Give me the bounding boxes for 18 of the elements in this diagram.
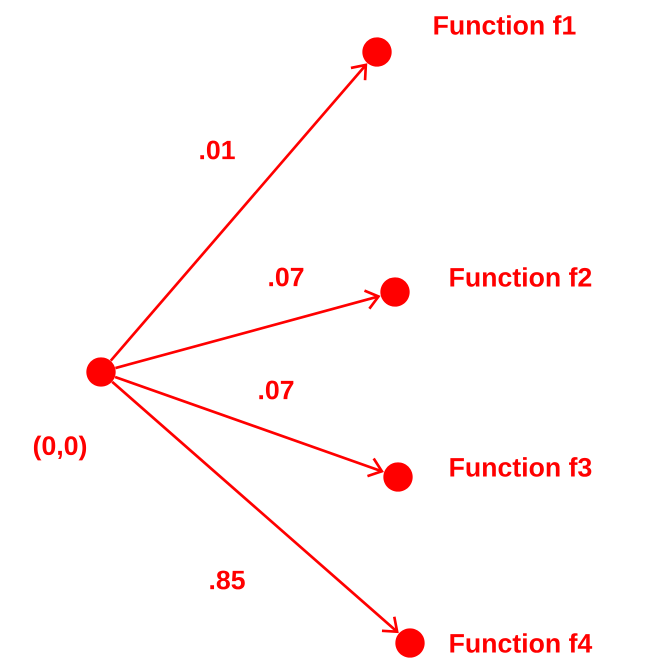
dot: [362, 37, 392, 67]
arrow: [114, 376, 384, 478]
dot: [395, 628, 425, 658]
node-label: Function f1: [434, 15, 576, 35]
node-label: Function f2: [450, 267, 592, 287]
dot: [86, 357, 116, 387]
edge-label: .07: [269, 268, 304, 286]
edge-label: .01: [200, 140, 235, 160]
arrow: [111, 380, 399, 634]
arrow: [110, 63, 368, 362]
edge-label: .07: [259, 380, 294, 400]
dot: [380, 277, 410, 307]
node-label: Function f4: [450, 633, 592, 653]
arrow: [115, 289, 381, 370]
dot: [383, 462, 413, 492]
edge-label: .85: [210, 570, 245, 590]
node-label: Function f3: [450, 457, 592, 477]
node-label: (0,0): [34, 436, 86, 460]
